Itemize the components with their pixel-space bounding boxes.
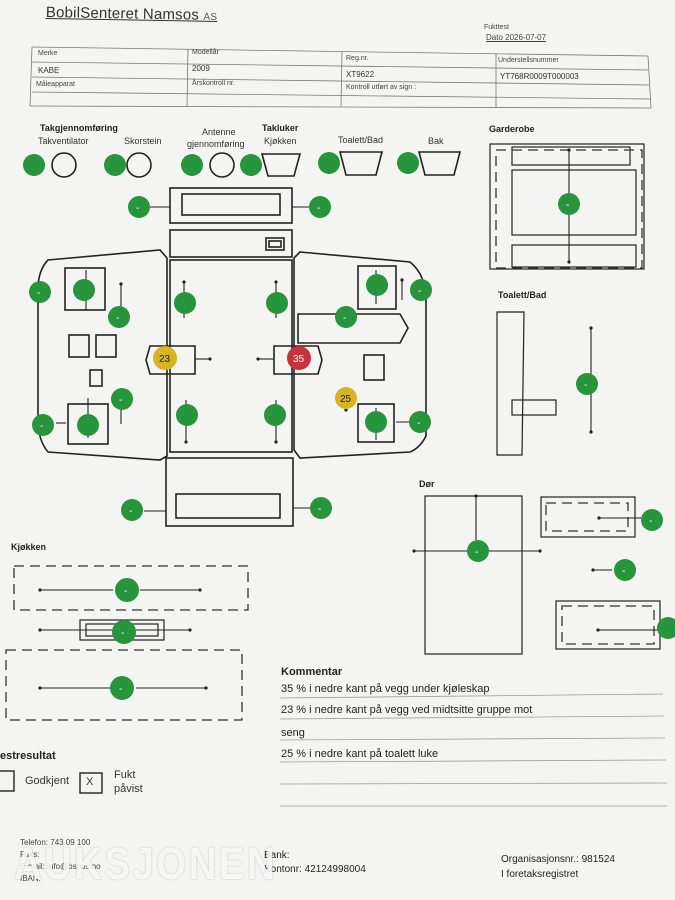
toalett-heading: Toalett/Bad [498, 290, 547, 300]
svg-text:-: - [116, 313, 119, 324]
comment-line-1: 35 % i nedre kant på vegg under kjøleska… [281, 683, 490, 695]
svg-text:-: - [37, 288, 40, 299]
footer-iban: IBAN: [20, 874, 41, 883]
pavist-label: påvist [114, 783, 143, 795]
understell-value: YT768R0009T000003 [500, 72, 579, 81]
garderobe-heading: Garderobe [489, 124, 535, 134]
maleapparat-label: Måleapparat [36, 81, 75, 88]
takventilator-label: Takventilator [38, 136, 89, 146]
arskontroll-label: Årskontroll nr. [192, 80, 235, 87]
testresultat-heading: estresultat [0, 750, 56, 762]
footer-telefon: Telefon: 743 09 100 [20, 838, 91, 847]
svg-text:-: - [649, 516, 652, 527]
godkjent-label: Godkjent [25, 775, 70, 787]
svg-text:-: - [418, 286, 421, 297]
svg-text:-: - [417, 418, 420, 429]
footer-orgnr: Organisasjonsnr.: 981524 [501, 854, 615, 865]
bak-hatch-label: Bak [428, 136, 444, 146]
report-date: Dato 2026-07-07 [486, 33, 547, 42]
reading-value-23: 23 [159, 354, 171, 365]
comment-line-4: 25 % i nedre kant på toalett luke [281, 748, 439, 760]
reading-marker-25 [335, 387, 357, 409]
svg-text:-: - [318, 504, 321, 515]
fukt-checkbox-mark: X [86, 776, 94, 788]
takgjennomforing-heading: Takgjennomføring [40, 123, 118, 133]
svg-text:-: - [622, 566, 625, 577]
understell-label: Understellsnummer [498, 57, 559, 64]
footer-faks: Faks: [20, 850, 40, 859]
svg-text:-: - [124, 586, 127, 597]
comment-heading: Kommentar [281, 666, 343, 678]
kjokken-heading: Kjøkken [11, 542, 47, 552]
antenne-label: Antenne [202, 127, 236, 137]
svg-text:-: - [136, 203, 139, 214]
toalett-hatch-label: Toalett/Bad [338, 135, 384, 145]
reading-marker-35 [287, 346, 311, 370]
skorstein-label: Skorstein [124, 136, 162, 146]
svg-text:-: - [119, 395, 122, 406]
svg-text:-: - [119, 684, 122, 695]
footer-kontonr: Kontonr: 42124998004 [264, 864, 366, 875]
reading-value-25: 25 [340, 394, 352, 405]
svg-text:-: - [129, 506, 132, 517]
info-table-lines [29, 46, 652, 109]
regnr-value: XT9622 [346, 70, 375, 79]
reading-marker-23 [153, 346, 177, 370]
dor-heading: Dør [419, 479, 435, 489]
svg-text:-: - [317, 203, 320, 214]
merke-value: KABE [38, 66, 60, 75]
comment-line-2: 23 % i nedre kant på vegg ved midtsitte … [281, 704, 533, 716]
svg-text:-: - [475, 547, 478, 558]
footer-bank: Bank: [264, 850, 290, 861]
svg-text:-: - [121, 628, 124, 639]
takluker-heading: Takluker [262, 123, 299, 133]
svg-text:-: - [566, 200, 569, 211]
svg-text:-: - [584, 380, 587, 391]
ok-markers [23, 152, 675, 700]
regnr-label: Reg.nr. [346, 55, 369, 62]
modellar-label: Modellår [192, 49, 219, 56]
reading-value-35: 35 [293, 354, 305, 365]
fukt-label: Fukt [114, 769, 136, 781]
footer-epost: E-mail: info@bsnos.no [20, 862, 101, 871]
comment-line-3: seng [281, 727, 305, 739]
modellar-value: 2009 [192, 64, 210, 73]
merke-label: Merke [38, 50, 58, 57]
watermark-logo: AUKSJONEN [14, 838, 278, 889]
footer-foretak: I foretaksregistret [501, 869, 579, 880]
kontroll-label: Kontroll utført av sign : [346, 84, 417, 91]
kjokken-hatch-label: Kjøkken [264, 136, 297, 146]
svg-text:-: - [343, 313, 346, 324]
antenne-label-2: gjennomføring [187, 139, 245, 149]
report-type: Fukttest [484, 24, 509, 31]
svg-text:-: - [40, 421, 43, 432]
